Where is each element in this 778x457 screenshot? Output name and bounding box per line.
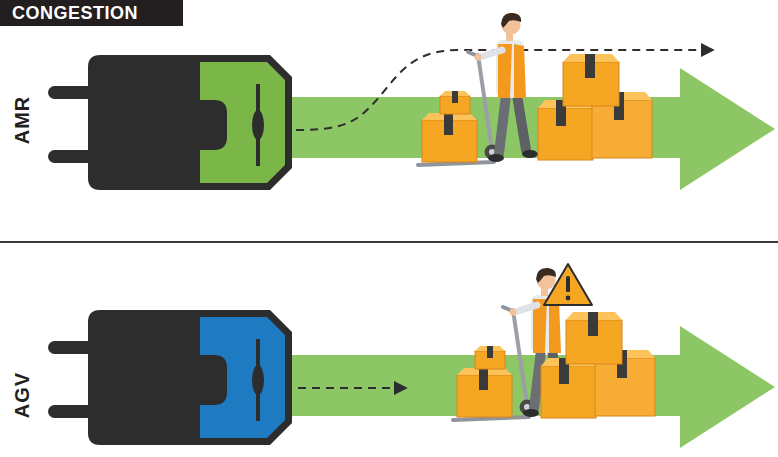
box-pile xyxy=(538,54,652,160)
robot-body xyxy=(48,310,292,445)
divider xyxy=(0,241,778,243)
title: CONGESTION xyxy=(12,0,171,26)
panel-label-holder: AMR xyxy=(11,96,33,145)
panel-label: AMR xyxy=(11,96,33,145)
warning-sign xyxy=(544,264,592,305)
robot-face xyxy=(200,317,285,438)
box-pile xyxy=(541,312,655,418)
worker-obstacle xyxy=(418,13,538,165)
title-tab: CONGESTION xyxy=(0,0,183,26)
panel-label-holder: AGV xyxy=(11,372,33,418)
amr-panel xyxy=(48,13,775,190)
robot-body xyxy=(48,55,292,190)
panel-label: AGV xyxy=(11,372,33,418)
robot-marks xyxy=(200,84,264,166)
agv-panel xyxy=(48,264,775,448)
robot-marks xyxy=(200,339,264,421)
blocked-path xyxy=(298,387,405,389)
robot-face xyxy=(200,62,285,183)
flow-arrow xyxy=(290,68,775,190)
